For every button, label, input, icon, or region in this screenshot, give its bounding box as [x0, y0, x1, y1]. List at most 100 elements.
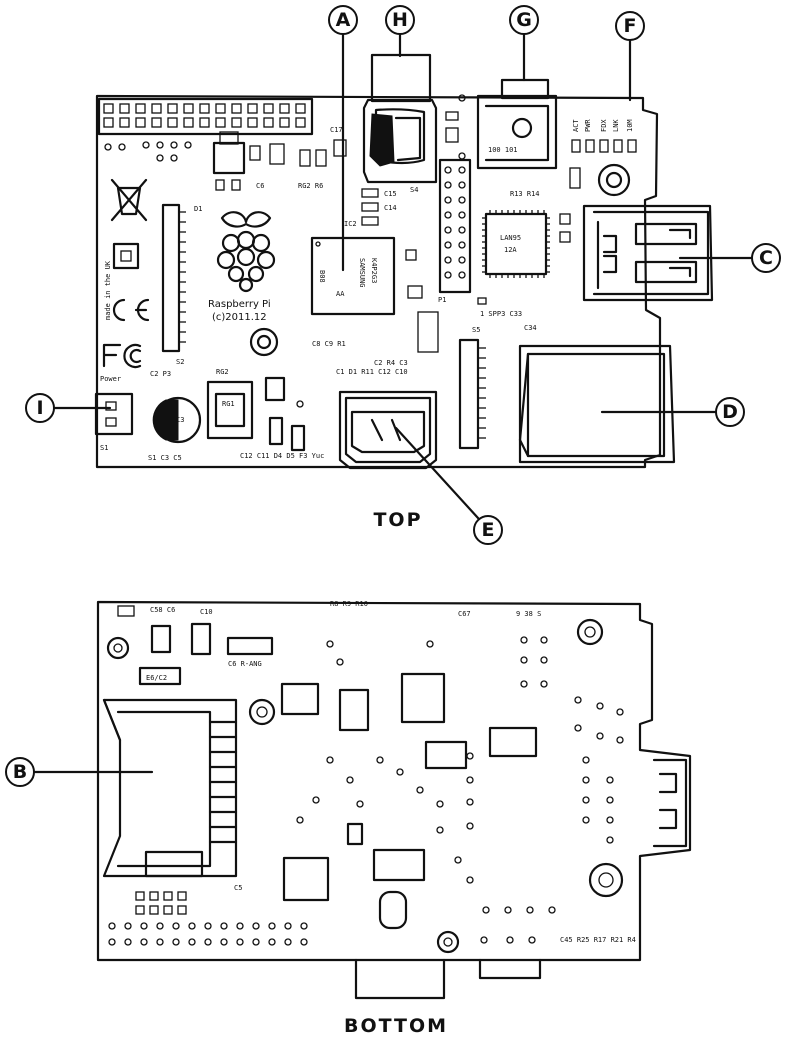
svg-text:RG2 R6: RG2 R6 — [298, 182, 323, 190]
sd-card-slot — [102, 698, 238, 878]
status-leds: ACT PWR FDX LNK 10M — [571, 119, 637, 153]
mounting-hole-top — [249, 327, 279, 357]
callout-I: I — [25, 393, 112, 423]
svg-text:I: I — [36, 397, 43, 419]
svg-text:C15: C15 — [384, 190, 397, 198]
gpio-pin — [119, 103, 130, 114]
ce-mark — [112, 298, 150, 322]
svg-text:H: H — [392, 9, 408, 31]
svg-text:C8 C9 R1: C8 C9 R1 — [312, 340, 346, 348]
gpio-pin — [151, 103, 162, 114]
gpio-pin — [135, 103, 146, 114]
gpio-pin — [215, 117, 226, 128]
svg-text:B: B — [13, 761, 27, 783]
svg-text:C3: C3 — [176, 416, 184, 424]
regulator: RG1 RG2 — [206, 368, 254, 440]
top-view-board: C6 RG2 R6 C17 made in the UK Power — [94, 53, 714, 470]
svg-text:RG1: RG1 — [222, 400, 235, 408]
svg-text:IC2: IC2 — [344, 220, 357, 228]
svg-text:100 101: 100 101 — [488, 146, 518, 154]
svg-text:A: A — [336, 9, 351, 31]
mounting-hole-right — [597, 163, 631, 197]
power-label: Power — [100, 375, 121, 383]
svg-text:C1 D1 R11 C12 C10: C1 D1 R11 C12 C10 — [336, 368, 408, 376]
gpio-pin — [151, 117, 162, 128]
svg-text:C5: C5 — [234, 884, 242, 892]
svg-text:FDX: FDX — [600, 119, 608, 132]
callout-G: G — [509, 5, 539, 82]
bottom-caption: BOTTOM — [344, 1015, 448, 1037]
gpio-pin — [135, 117, 146, 128]
svg-text:AA: AA — [336, 290, 345, 298]
gpio-pin — [263, 117, 274, 128]
gpio-pin — [231, 103, 242, 114]
board-brand-text: Raspberry Pi — [208, 299, 271, 310]
gpio-header — [97, 97, 314, 136]
gpio-pin — [279, 103, 290, 114]
svg-text:C6 R-ANG: C6 R-ANG — [228, 660, 262, 668]
gpio-pin — [167, 103, 178, 114]
top-left-components: C6 RG2 R6 C17 — [104, 126, 347, 191]
gpio-pin — [295, 117, 306, 128]
composite-video-jack: 100 101 — [476, 78, 558, 170]
svg-text:S4: S4 — [410, 186, 418, 194]
svg-text:S1: S1 — [100, 444, 108, 452]
svg-text:C45 R25 R17 R21 R4: C45 R25 R17 R21 R4 — [560, 936, 636, 944]
svg-text:E: E — [482, 519, 495, 541]
svg-text:P1: P1 — [438, 296, 446, 304]
copyright-text: (c)2011.12 — [212, 312, 267, 323]
svg-text:SAMSUNG: SAMSUNG — [358, 258, 366, 288]
weee-symbol — [110, 178, 148, 222]
svg-text:C17: C17 — [330, 126, 343, 134]
svg-text:C14: C14 — [384, 204, 397, 212]
svg-text:C2 R4 C3: C2 R4 C3 — [374, 359, 408, 367]
svg-text:K4P2G3: K4P2G3 — [370, 258, 378, 283]
gpio-pin — [279, 117, 290, 128]
gpio-pin — [183, 117, 194, 128]
svg-text:PWR: PWR — [584, 119, 592, 132]
svg-text:E6/C2: E6/C2 — [146, 674, 167, 682]
gpio-pin — [263, 103, 274, 114]
soc-chip: IC2 SAMSUNG K4P2G3 B08 AA — [310, 220, 396, 316]
bottom-hole-left — [106, 636, 130, 660]
svg-text:R13 R14: R13 R14 — [510, 190, 540, 198]
svg-text:C: C — [759, 247, 773, 269]
p5-header: P1 — [438, 158, 472, 304]
svg-text:S2: S2 — [176, 358, 184, 366]
svg-text:LAN95: LAN95 — [500, 234, 521, 242]
svg-text:10M: 10M — [626, 119, 634, 132]
bottom-view-board: E6/C2 C6 R-ANG C58 C6 C10 R8 R9 R1 — [96, 600, 692, 1000]
gpio-pin — [215, 103, 226, 114]
gpio-pin — [119, 117, 130, 128]
callout-D: D — [600, 397, 745, 427]
svg-text:12A: 12A — [504, 246, 517, 254]
svg-text:1 SPP3 C33: 1 SPP3 C33 — [480, 310, 522, 318]
gpio-pin — [199, 103, 210, 114]
micro-usb-power: S1 — [94, 392, 134, 452]
svg-text:S5: S5 — [472, 326, 480, 334]
svg-text:RG2: RG2 — [216, 368, 229, 376]
callout-B: B — [5, 757, 154, 787]
svg-text:C10: C10 — [200, 608, 213, 616]
svg-text:C58 C6: C58 C6 — [150, 606, 175, 614]
usb-ports — [582, 204, 714, 302]
square-pad — [112, 242, 140, 270]
gpio-pin — [103, 103, 114, 114]
callout-H: H — [385, 5, 415, 58]
csi-connector: S5 — [458, 326, 486, 450]
gpio-pin — [247, 117, 258, 128]
top-caption: TOP — [373, 509, 422, 531]
audio-jack: S4 — [362, 53, 438, 194]
svg-text:C34: C34 — [524, 324, 537, 332]
gpio-pin — [103, 117, 114, 128]
hdmi-port — [338, 390, 438, 470]
callout-E: E — [394, 426, 503, 545]
svg-text:F: F — [624, 15, 637, 37]
svg-text:LNK: LNK — [612, 119, 620, 132]
fc-mark — [102, 343, 142, 369]
ethernet-port — [518, 344, 676, 464]
gpio-pin — [199, 117, 210, 128]
gpio-pin — [247, 103, 258, 114]
gpio-pin — [295, 103, 306, 114]
